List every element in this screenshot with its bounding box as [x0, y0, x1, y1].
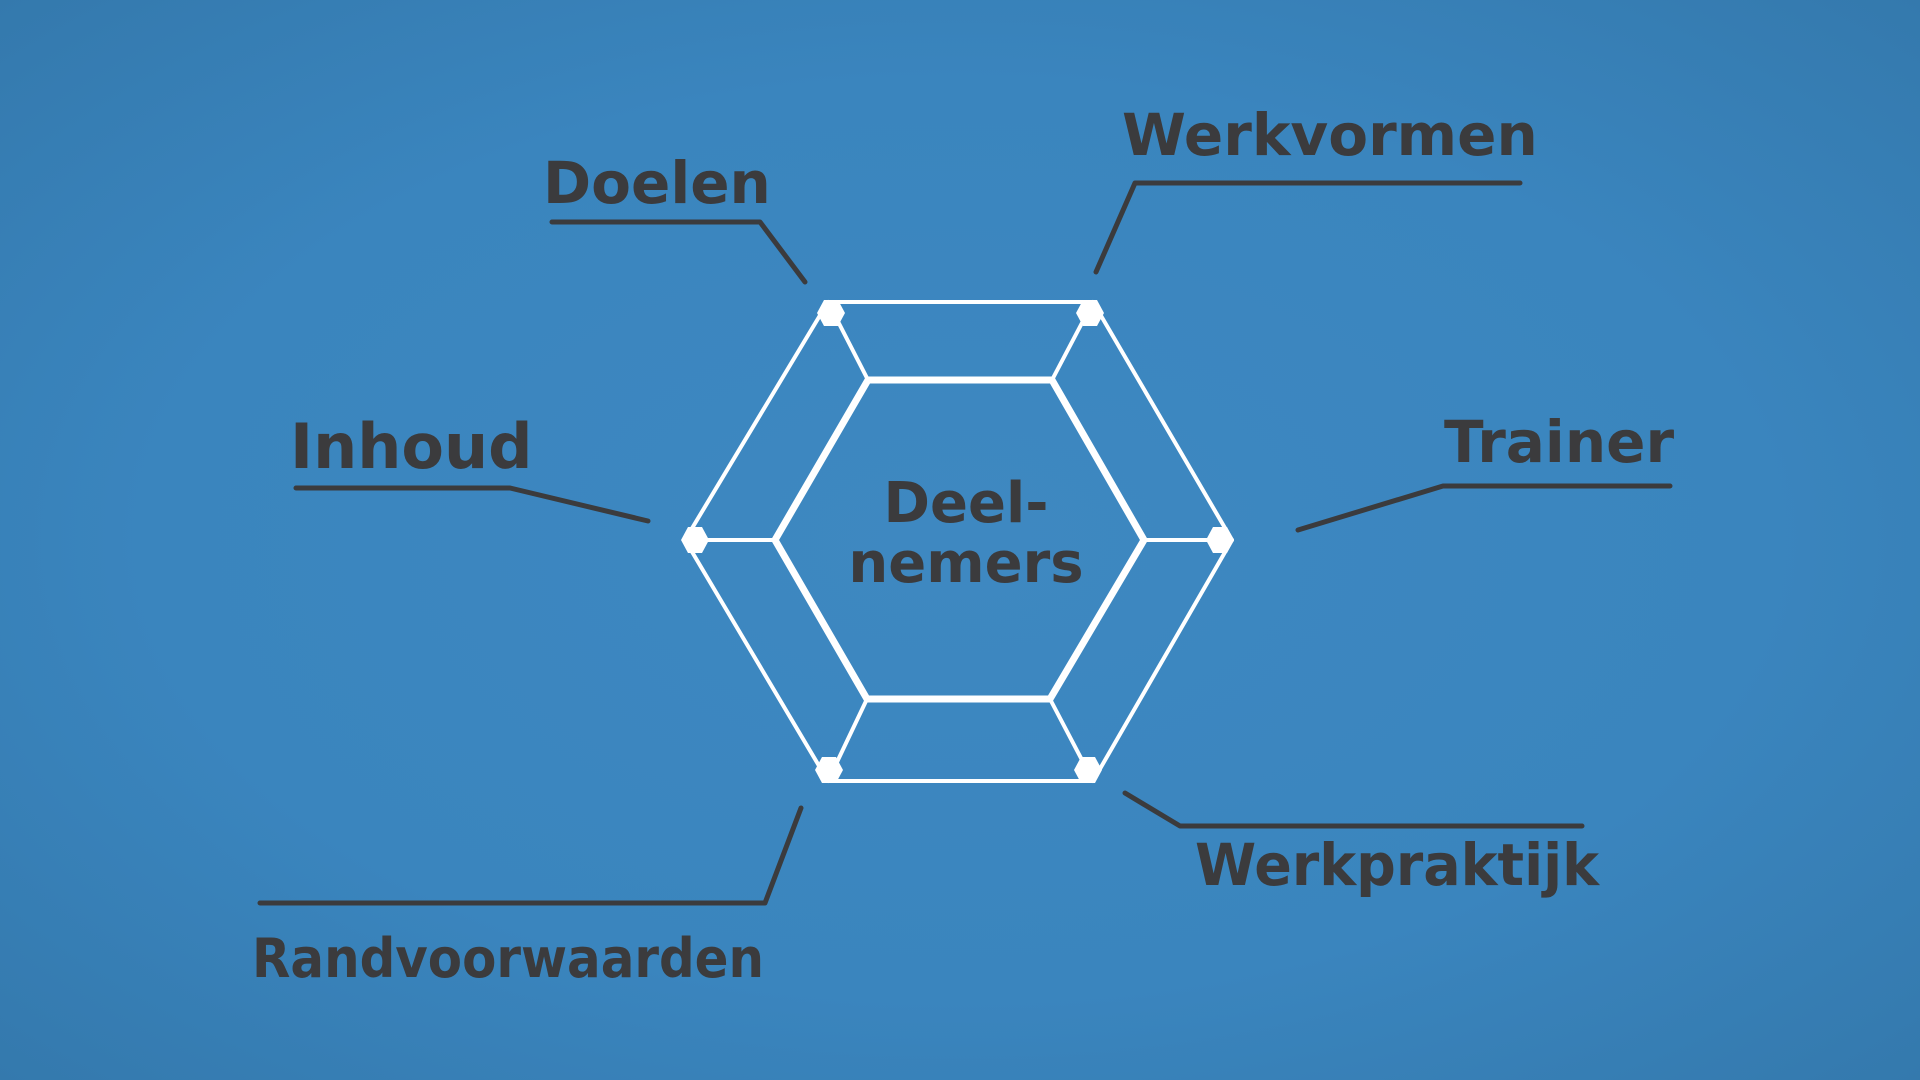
node-top-left: [817, 300, 845, 326]
label-doelen: Doelen: [543, 149, 771, 217]
leader-randvoorwaarden: [257, 805, 804, 906]
leader-inhoud: [293, 485, 651, 524]
leader-werkpraktijk: [1122, 790, 1585, 829]
label-trainer: Trainer: [1444, 408, 1674, 476]
node-right: [1206, 527, 1234, 553]
leader-werkvormen: [1093, 180, 1523, 275]
center-label-line2: nemers: [848, 531, 1083, 596]
label-randvoorwaarden: Randvoorwaarden: [252, 927, 764, 990]
label-inhoud: Inhoud: [290, 410, 532, 483]
hexagon-structure: [681, 300, 1234, 783]
node-bottom-left: [815, 757, 843, 783]
center-label-line1: Deel-: [884, 471, 1049, 536]
label-werkvormen: Werkvormen: [1122, 101, 1538, 169]
node-bottom-right: [1074, 757, 1102, 783]
node-top-right: [1076, 300, 1104, 326]
leader-doelen: [549, 219, 808, 285]
node-left: [681, 527, 709, 553]
leader-trainer: [1295, 483, 1673, 533]
label-werkpraktijk: Werkpraktijk: [1195, 831, 1600, 899]
